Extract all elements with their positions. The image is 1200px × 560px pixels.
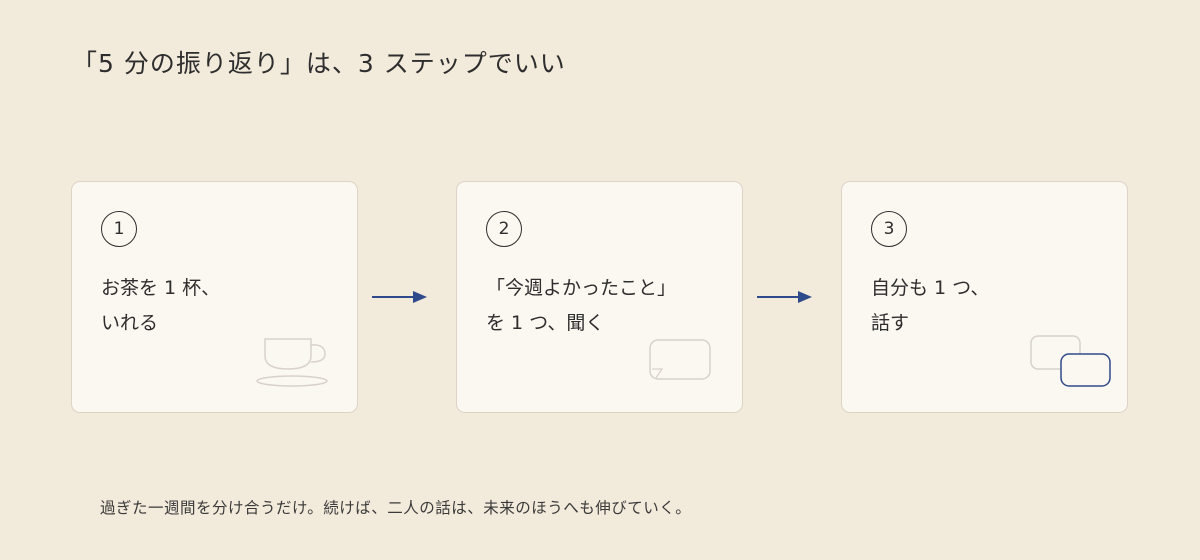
arrow-step-2-to-3 xyxy=(757,291,812,303)
step-1-line-2: いれる xyxy=(101,312,159,334)
conversation-bubbles-icon xyxy=(1030,335,1111,387)
speech-bubble-icon xyxy=(649,339,711,380)
step-2-line-2: を 1 つ、聞く xyxy=(486,312,605,334)
step-2-line-1: 「今週よかったこと」 xyxy=(486,277,677,299)
step-number-1: 1 xyxy=(101,211,137,247)
step-text-3: 自分も 1 つ、 話す xyxy=(871,271,989,341)
step-1-line-1: お茶を 1 杯、 xyxy=(101,277,221,299)
step-3-line-2: 話す xyxy=(871,312,910,334)
footer-note: 過ぎた一週間を分け合うだけ。続けば、二人の話は、未来のほうへも伸びていく。 xyxy=(100,499,692,517)
step-number-2: 2 xyxy=(486,211,522,247)
step-card-2: 2 「今週よかったこと」 を 1 つ、聞く xyxy=(456,181,743,413)
step-text-2: 「今週よかったこと」 を 1 つ、聞く xyxy=(486,271,676,341)
step-3-line-1: 自分も 1 つ、 xyxy=(871,277,990,299)
page-title: 「5 分の振り返り」は、3 ステップでいい xyxy=(72,49,566,78)
arrow-step-1-to-2 xyxy=(372,291,427,303)
step-text-1: お茶を 1 杯、 いれる xyxy=(101,271,220,341)
teacup-icon xyxy=(256,338,328,387)
step-card-1: 1 お茶を 1 杯、 いれる xyxy=(71,181,358,413)
step-number-3: 3 xyxy=(871,211,907,247)
step-card-3: 3 自分も 1 つ、 話す xyxy=(841,181,1128,413)
